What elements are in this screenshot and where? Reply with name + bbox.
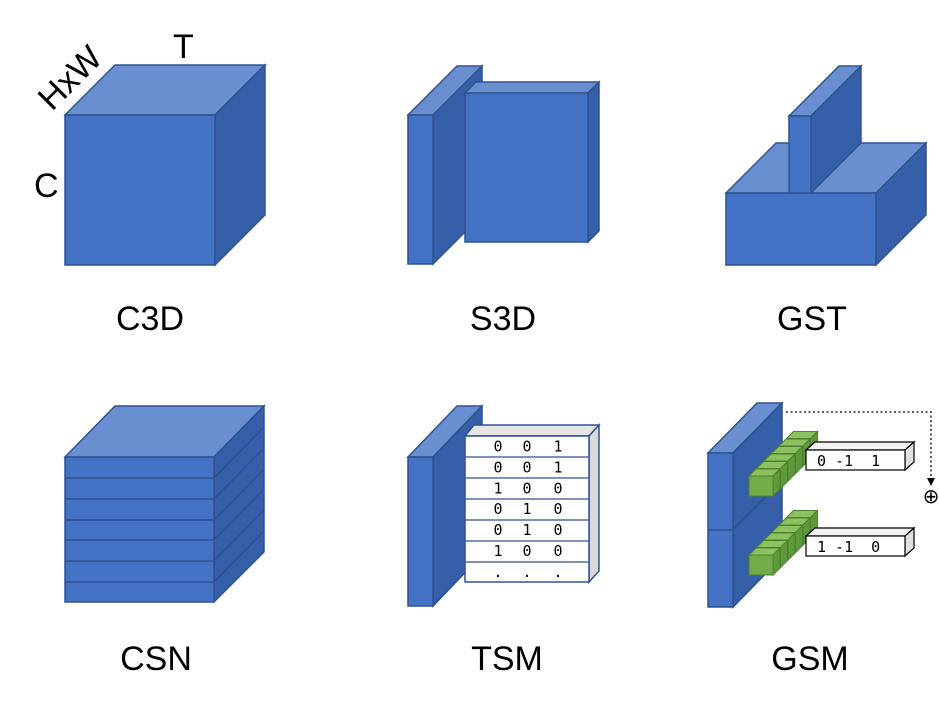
gst-fin-block (787, 64, 863, 195)
tsm-cell: 0 (493, 438, 502, 456)
c3d-label: C3D (116, 300, 184, 338)
tsm-cell: 0 (522, 479, 531, 497)
tsm-cell: . (553, 563, 562, 581)
tsm-cell: 1 (493, 542, 502, 560)
csn-stacked-cube (63, 404, 266, 604)
tsm-cell: 0 (493, 458, 502, 476)
axis-c-label: C (34, 167, 59, 205)
tsm-cell: 1 (522, 521, 531, 539)
tsm-label: TSM (471, 640, 543, 678)
tsm-cell: 0 (553, 521, 562, 539)
gsm-feature-block (706, 401, 784, 609)
csn-channel-dividers (65, 426, 265, 583)
gsm-label: GSM (771, 640, 848, 678)
tsm-cell: 0 (522, 438, 531, 456)
tsm-cell: 0 (493, 500, 502, 518)
csn-label: CSN (120, 640, 192, 678)
tsm-cell: 0 (553, 479, 562, 497)
tsm-cell: 1 (493, 479, 502, 497)
tsm-cell: 1 (522, 500, 531, 518)
gsm-kernel-bottom-values: 1 -1 0 (817, 538, 880, 556)
tsm-shift-matrix: 0 0 1 0 0 1 1 0 0 0 1 0 0 1 0 1 0 0... (463, 423, 601, 584)
axis-t-label: T (173, 28, 194, 66)
tsm-cell: 1 (553, 458, 562, 476)
gsm-kernel-top: 0 -1 1 (804, 440, 916, 472)
tsm-cell: 1 (553, 438, 562, 456)
s3d-temporal-block (463, 80, 601, 244)
gst-label: GST (777, 300, 847, 338)
tsm-cell: . (493, 563, 502, 581)
tsm-cell: 0 (522, 458, 531, 476)
s3d-label: S3D (470, 300, 536, 338)
gsm-sum-icon: ⊕ (923, 484, 939, 508)
gsm-gate-top (747, 430, 819, 498)
gsm-gate-cell (748, 554, 774, 576)
gsm-kernel-top-values: 0 -1 1 (817, 452, 880, 470)
gsm-gate-bottom (747, 509, 819, 577)
tsm-cell: 0 (553, 542, 562, 560)
tsm-cell: 0 (553, 500, 562, 518)
tsm-cell: 0 (493, 521, 502, 539)
c3d-cube (63, 63, 267, 267)
gsm-gate-cell (748, 475, 774, 497)
tsm-matrix-cells: 0 0 1 0 0 1 1 0 0 0 1 0 0 1 0 1 0 0... (493, 438, 562, 581)
tsm-cell: 0 (522, 542, 531, 560)
gsm-kernel-bottom: 1 -1 0 (804, 526, 916, 558)
tsm-cell: . (522, 563, 531, 581)
gsm-residual-path (786, 411, 935, 486)
